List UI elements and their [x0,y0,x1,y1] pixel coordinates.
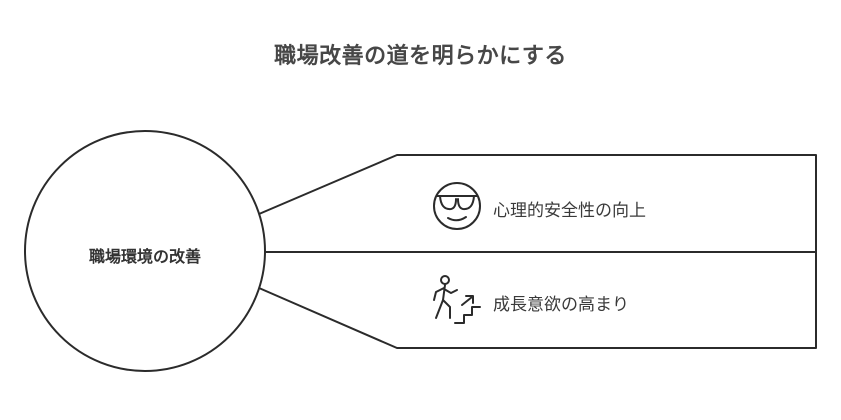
climbing-stairs-icon [433,275,481,324]
diagram-title: 職場改善の道を明らかにする [274,44,567,69]
branch-label-growth-motivation: 成長意欲の高まり [493,295,629,315]
center-label: 職場環境の改善 [88,247,201,266]
branch-band-bottom [258,251,817,349]
branch-label-psychological-safety: 心理的安全性の向上 [493,201,646,221]
sunglasses-face-icon [433,182,481,230]
